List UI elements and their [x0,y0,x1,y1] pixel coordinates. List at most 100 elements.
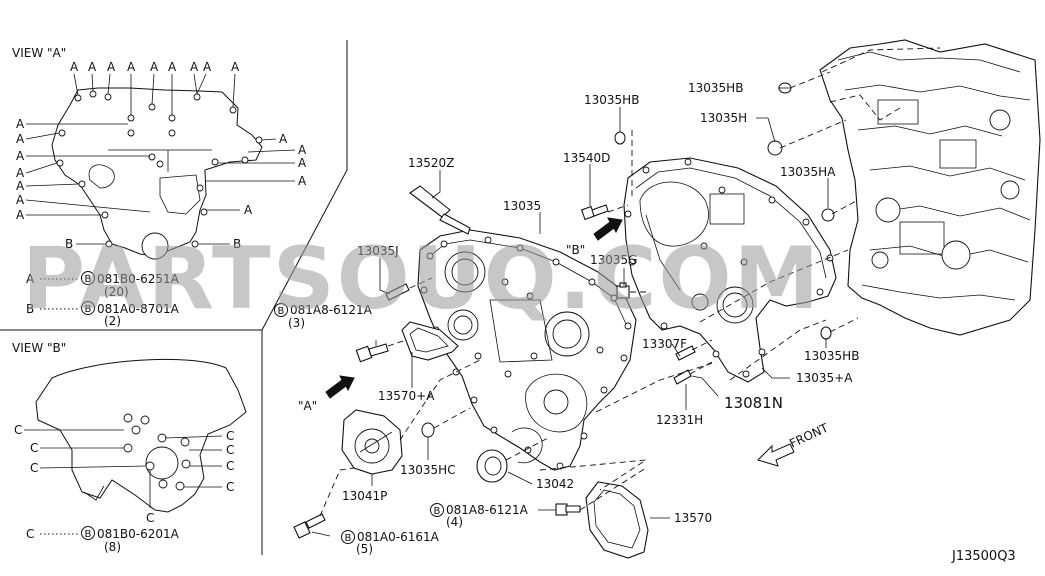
view-a-letter: A [150,60,159,74]
view-a-letter: A [16,117,25,131]
arrow-a-label: "A" [298,399,317,413]
circled-b-icon [430,503,444,517]
legend-circled-b: B [85,304,92,315]
front-arrow-icon [757,443,795,467]
callout-081a8-6121a: 081A8-6121A [446,503,529,517]
callout-13041p: 13041P [342,489,387,503]
view-a-panel: VIEW "A" A A A A A A A A A A A A A A A A… [12,46,307,328]
view-b-letter: C [146,511,154,525]
view-a-letter-b: B [65,237,73,251]
callout-13540d: 13540D [563,151,610,165]
legend-part: 081B0-6201A [97,527,180,541]
dipstick-tube [409,185,471,235]
engine-block [819,39,1041,336]
front-timing-cover [417,229,637,471]
view-b-letter: C [226,429,234,443]
diagram-code: J13500Q3 [951,549,1016,564]
view-a-legend: A B 081B0-6251A (20) B B 081A0-8701A (2) [26,271,180,328]
view-b-letter: C [30,461,38,475]
view-b-letter: C [226,459,234,473]
view-b-letter: C [226,443,234,457]
view-a-letter: A [16,193,25,207]
callout-13035g: 13035G [590,253,637,267]
bolt-081a8-3 [355,343,389,363]
legend-qty: (8) [104,540,121,554]
callout-labels: 13035HB 13035H 13035HA 13035HB 13035HB 1… [274,81,859,556]
callout-13035a: 13035+A [796,371,853,385]
pin-13307f [675,345,696,361]
view-a-letter: A [298,156,307,170]
bolt-081a8-4 [555,503,581,516]
plug-13035g [616,282,630,299]
legend-qty: (2) [104,314,121,328]
view-a-left-letters: A A A A A A A B [16,117,73,251]
legend-key: B [26,302,34,316]
callout-circled-b: B [278,306,285,317]
view-b-crank-hole [145,446,179,480]
view-a-letter: A [298,174,307,188]
view-a-bolt-holes [56,90,263,248]
rear-timing-cover [623,157,837,383]
panel-borders [0,40,348,555]
dowel-13035j [385,283,410,301]
oring-13035hc [421,422,435,438]
pin-12331h [673,369,692,385]
arrow-b-label: "B" [566,243,585,257]
callout-13035h: 13035H [700,111,747,125]
circled-b-icon [341,530,355,544]
callout-12331h: 12331H [656,413,703,427]
view-a-letter: A [231,60,240,74]
callout-13035hb: 13035HB [688,81,743,95]
bolt-081a0-5 [293,513,326,539]
legend-part: 081B0-6251A [97,272,180,286]
view-b-leaders [24,429,223,508]
view-b-lower-lip [83,485,105,501]
view-a-leaders [25,73,296,245]
cover-plate-13570 [585,481,649,559]
view-a-letter-b: B [233,237,241,251]
callout-circled-b: B [434,506,441,517]
legend-circled-b: B [85,274,92,285]
legend-key: A [26,272,35,286]
view-a-letter: A [298,143,307,157]
legend-circled-b: B [85,529,92,540]
alignment-lines [319,71,859,517]
view-a-letter: A [279,132,288,146]
view-a-letter: A [168,60,177,74]
view-a-letter: A [70,60,79,74]
view-b-title: VIEW "B" [12,341,66,355]
callout-13035ha: 13035HA [780,165,836,179]
view-a-letter: A [88,60,97,74]
view-a-inner-recess [88,164,115,189]
view-a-letter: A [203,60,212,74]
view-b-legend: C B 081B0-6201A (8) [26,526,180,554]
callout-081a0-6161a: 081A0-6161A [357,530,440,544]
view-a-inner-housing [159,174,201,215]
view-a-letter: A [190,60,199,74]
view-b-bolt-holes [123,413,191,491]
view-a-letter: A [16,179,25,193]
view-a-crank-hole [141,232,169,260]
callout-13035j: 13035J [357,244,399,258]
view-b-letter: C [14,423,22,437]
circled-b-icon [274,303,288,317]
view-a-letter: A [107,60,116,74]
oil-seal-13042 [476,427,543,483]
callout-leaders [311,87,829,537]
callout-13042: 13042 [536,477,574,491]
bolt-13540d [580,204,609,221]
callout-13570: 13570 [674,511,712,525]
water-pump-13041p [341,409,403,475]
callout-13035hb: 13035HB [804,349,859,363]
view-a-letter: A [16,149,25,163]
callout-qty: (4) [446,515,463,529]
watermark: PARTSOUQ.COM [22,229,821,329]
view-b-letter: C [30,441,38,455]
view-arrows: "A" "B" [298,217,623,413]
callout-qty: (3) [288,316,305,330]
legend-key: C [26,527,34,541]
front-label: FRONT [787,420,831,450]
gasket-13570a [401,321,459,361]
view-a-top-letters: A A A A A A A A A [70,60,240,74]
